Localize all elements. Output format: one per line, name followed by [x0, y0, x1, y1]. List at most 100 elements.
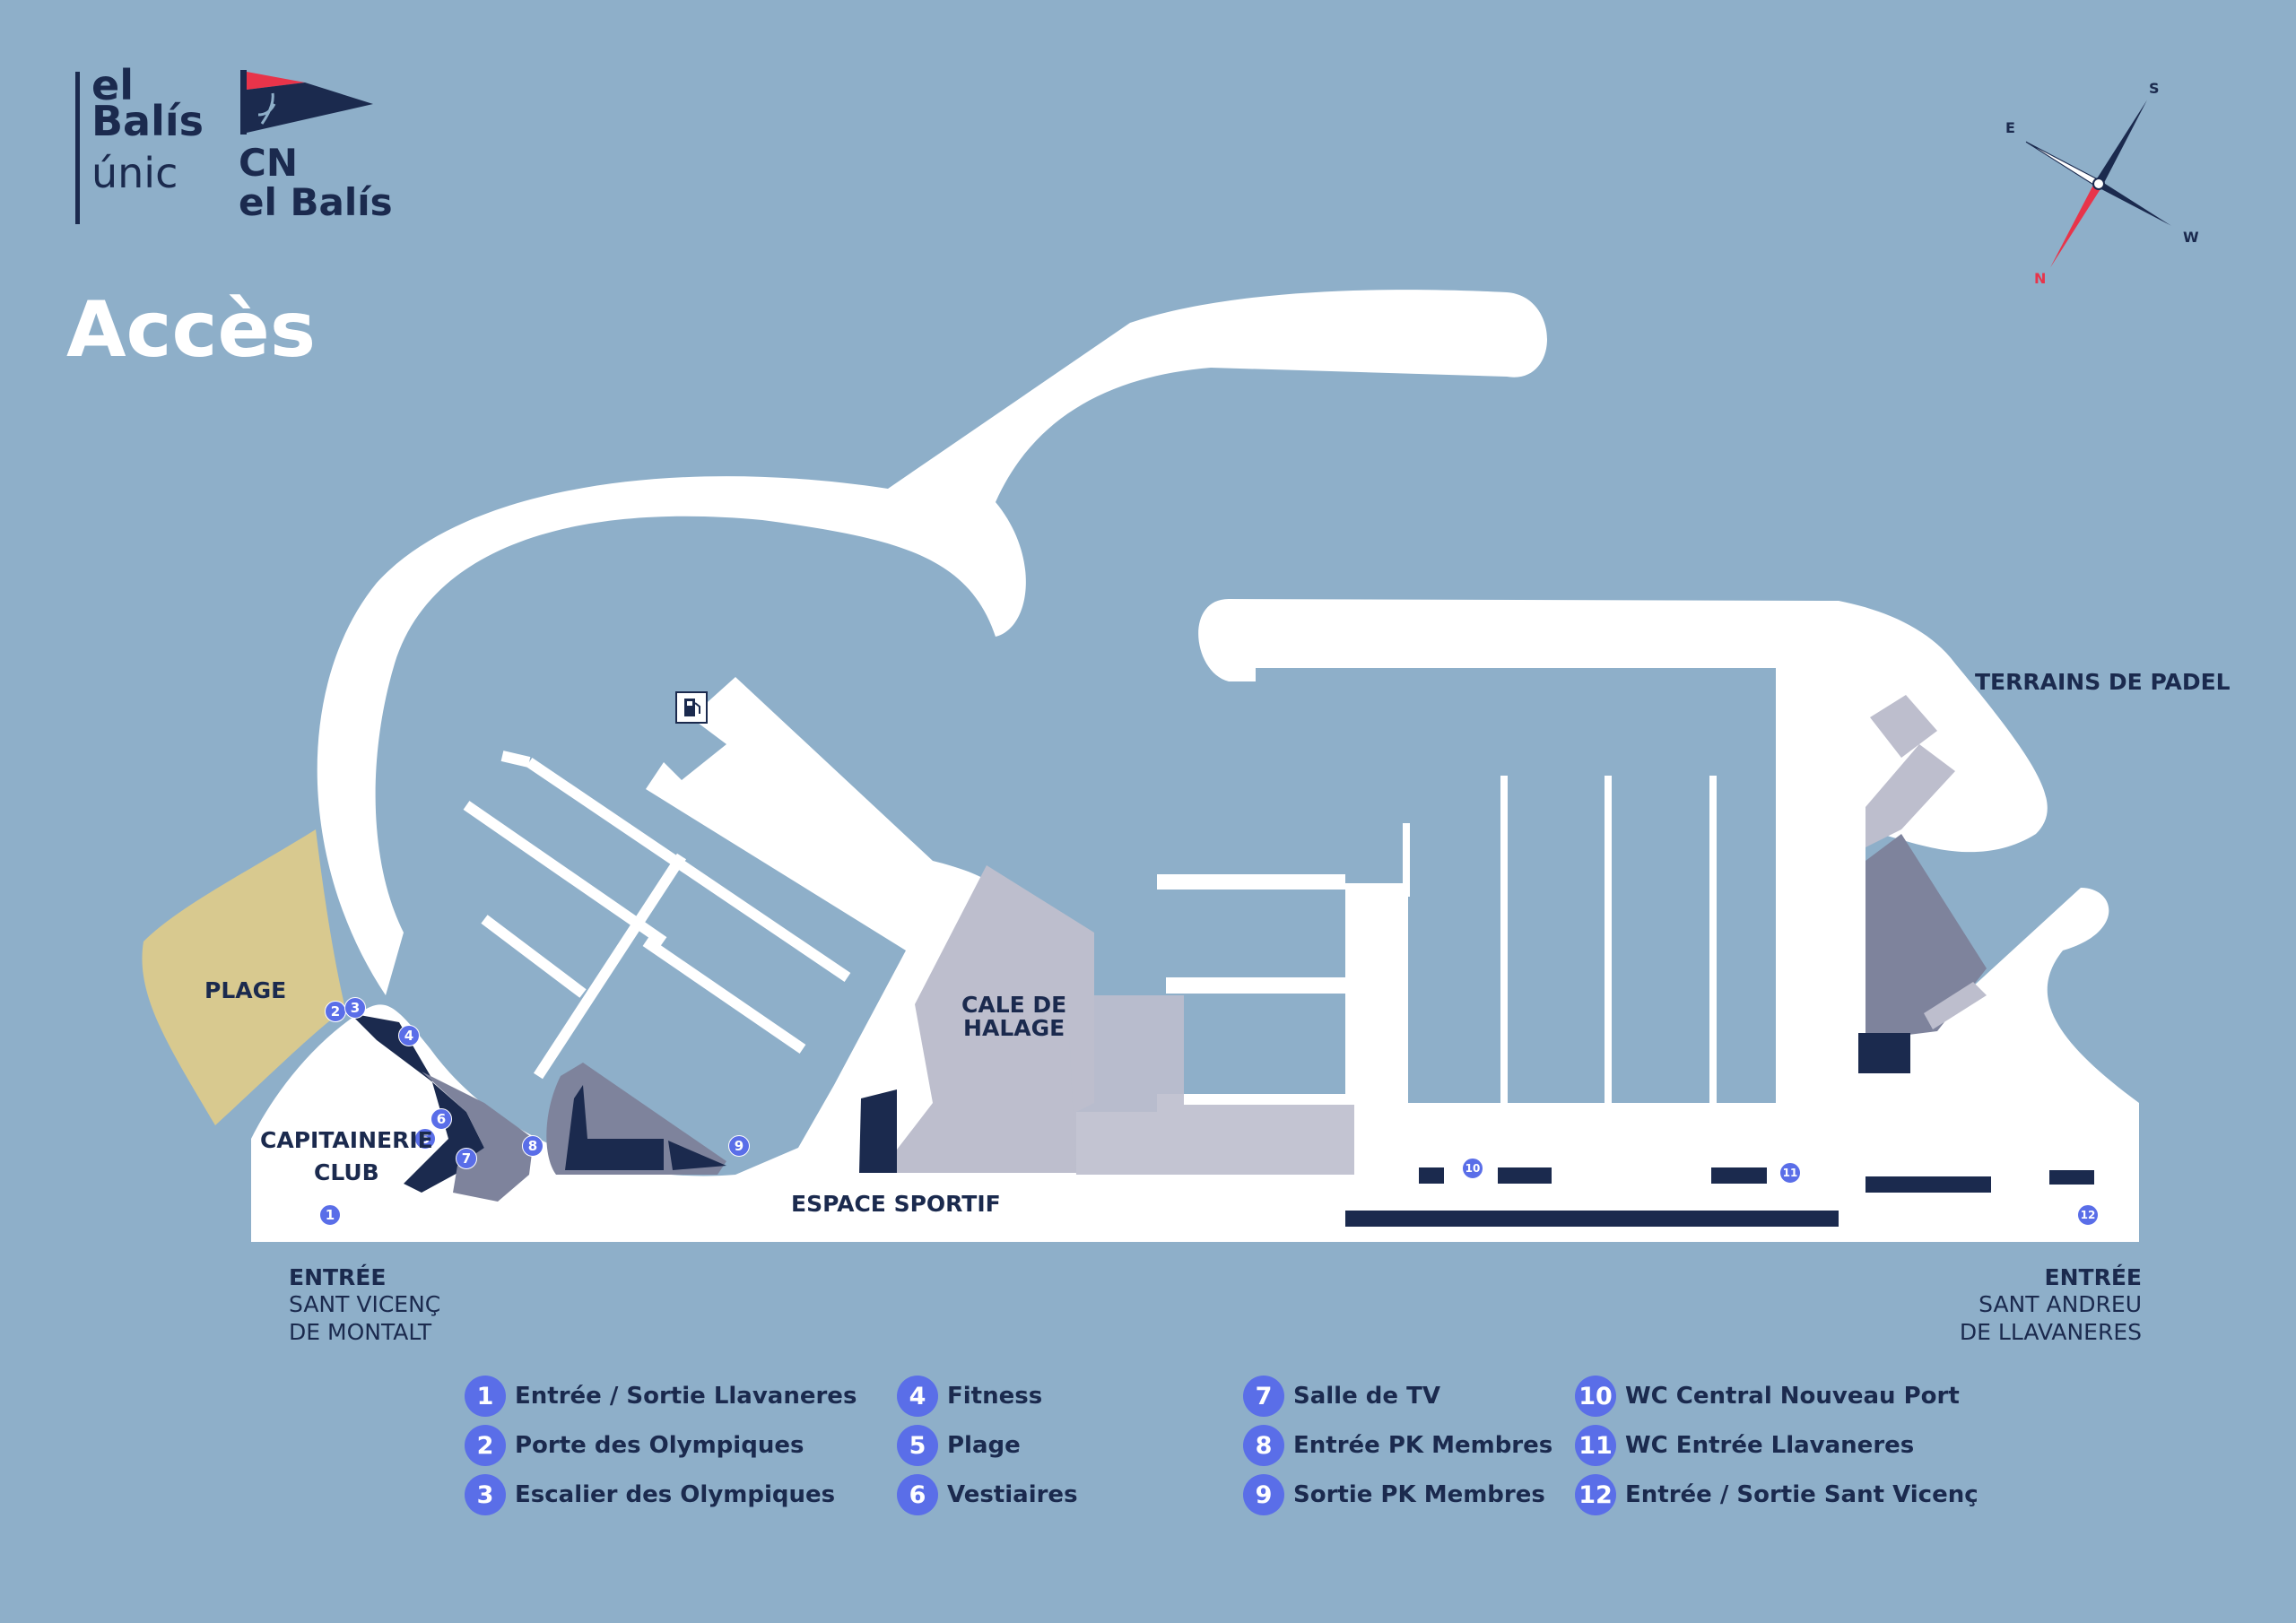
pontoons-west — [463, 751, 851, 1080]
legend-number-badge: 4 — [897, 1376, 938, 1417]
legend-item-8: 8 Entrée PK Membres — [1243, 1423, 1552, 1468]
label-espace-sportif: ESPACE SPORTIF — [791, 1191, 1001, 1217]
compass-w-label: W — [2183, 229, 2199, 246]
breakwater-west — [317, 290, 1547, 995]
entry-left: ENTRÉE SANT VICENÇ DE MONTALT — [289, 1264, 440, 1346]
logo-line-balis: Balís — [91, 97, 204, 145]
logo-divider — [75, 72, 80, 224]
fuel-station-icon — [675, 691, 708, 724]
east-building-grey — [1866, 834, 1987, 1040]
compass-rose-icon: S E W N — [2005, 80, 2199, 287]
legend-item-4: 4 Fitness — [897, 1374, 1042, 1419]
page-title: Accès — [66, 285, 317, 375]
legend-label: WC Entrée Llavaneres — [1625, 1432, 1915, 1459]
legend-number-badge: 11 — [1575, 1425, 1616, 1466]
legend-number-badge: 6 — [897, 1474, 938, 1515]
slipway-area — [879, 865, 1094, 1173]
entry-right: ENTRÉE SANT ANDREU DE LLAVANERES — [1960, 1264, 2142, 1346]
map-marker-10: 10 — [1462, 1158, 1483, 1179]
legend-number-badge: 5 — [897, 1425, 938, 1466]
quay-building-1 — [1419, 1167, 1444, 1184]
pontoons-east — [1403, 776, 1717, 1112]
logo-line-el: el — [91, 61, 134, 109]
legend-number-badge: 2 — [465, 1425, 506, 1466]
beach-area — [142, 829, 345, 1125]
quay-building-3 — [1711, 1167, 1767, 1184]
map-marker-2: 2 — [325, 1001, 346, 1022]
legend-item-6: 6 Vestiaires — [897, 1472, 1078, 1517]
map-marker-5: 5 — [414, 1128, 436, 1150]
legend-label: Porte des Olympiques — [515, 1432, 804, 1459]
south-quay — [251, 599, 2139, 1242]
legend-number-badge: 12 — [1575, 1474, 1616, 1515]
map-marker-9: 9 — [728, 1135, 750, 1157]
legend-label: Entrée / Sortie Sant Vicenç — [1625, 1481, 1979, 1508]
legend-label: Escalier des Olympiques — [515, 1481, 836, 1508]
legend-label: Entrée / Sortie Llavaneres — [515, 1383, 857, 1410]
label-plage: PLAGE — [204, 977, 287, 1003]
legend-number-badge: 7 — [1243, 1376, 1284, 1417]
legend-number-badge: 3 — [465, 1474, 506, 1515]
map-marker-11: 11 — [1779, 1162, 1801, 1184]
legend-label: Entrée PK Membres — [1293, 1432, 1553, 1459]
legend-number-badge: 10 — [1575, 1376, 1616, 1417]
quay-building-5 — [2049, 1170, 2094, 1185]
logo-line-cn: CN — [239, 141, 298, 185]
legend-item-11: 11 WC Entrée Llavaneres — [1575, 1423, 1914, 1468]
legend-item-10: 10 WC Central Nouveau Port — [1575, 1374, 1960, 1419]
map-marker-8: 8 — [522, 1135, 544, 1157]
map-marker-3: 3 — [344, 997, 366, 1019]
legend-item-5: 5 Plage — [897, 1423, 1021, 1468]
legend-number-badge: 1 — [465, 1376, 506, 1417]
map-marker-12: 12 — [2077, 1204, 2099, 1226]
legend-label: Fitness — [947, 1383, 1043, 1410]
entry-right-title: ENTRÉE — [2044, 1264, 2142, 1290]
quay-building-2 — [1498, 1167, 1552, 1184]
legend-item-1: 1 Entrée / Sortie Llavaneres — [465, 1374, 857, 1419]
slipway-building — [859, 1089, 897, 1173]
quay-long-building — [1345, 1211, 1839, 1227]
capitainerie-building — [350, 1013, 484, 1193]
logo-line-el-balis: el Balís — [239, 180, 393, 224]
entry-left-line1: SANT VICENÇ — [289, 1291, 441, 1317]
entry-left-line2: DE MONTALT — [289, 1319, 432, 1345]
label-terrains-de-padel: TERRAINS DE PADEL — [1975, 669, 2231, 695]
legend-item-12: 12 Entrée / Sortie Sant Vicenç — [1575, 1472, 1979, 1517]
legend-label: Plage — [947, 1432, 1021, 1459]
capitainerie-grey — [422, 1072, 534, 1202]
map-marker-4: 4 — [398, 1025, 420, 1046]
entry-left-title: ENTRÉE — [289, 1264, 387, 1290]
padel-courts — [1866, 695, 1955, 847]
map-marker-7: 7 — [456, 1148, 477, 1169]
legend-label: Vestiaires — [947, 1481, 1078, 1508]
legend-item-7: 7 Salle de TV — [1243, 1374, 1440, 1419]
label-capitainerie-club: CAPITAINERIE CLUB — [260, 1127, 433, 1185]
logo-line-unic: únic — [91, 149, 178, 197]
sports-area-grey — [1067, 995, 1354, 1175]
logo-cn-el-balis: CN el Balís — [239, 143, 393, 222]
compass-n-label: N — [2034, 270, 2046, 287]
map-marker-6: 6 — [430, 1108, 452, 1130]
quay-building-4 — [1866, 1176, 1991, 1193]
legend-item-2: 2 Porte des Olympiques — [465, 1423, 804, 1468]
legend-number-badge: 9 — [1243, 1474, 1284, 1515]
legend-label: Sortie PK Membres — [1293, 1481, 1545, 1508]
logo-el-balis-unic: el Balís únic — [91, 65, 204, 194]
legend-item-9: 9 Sortie PK Membres — [1243, 1472, 1545, 1517]
compass-s-label: S — [2149, 80, 2160, 97]
parking-building — [565, 1085, 726, 1170]
east-light-strip — [1924, 982, 1987, 1029]
map-marker-1: 1 — [319, 1204, 341, 1226]
entry-right-line2: DE LLAVANERES — [1959, 1319, 2142, 1345]
legend-label: Salle de TV — [1293, 1383, 1440, 1410]
burgee-flag-icon — [240, 70, 373, 135]
compass-e-label: E — [2005, 119, 2015, 136]
legend-item-3: 3 Escalier des Olympiques — [465, 1472, 835, 1517]
legend-label: WC Central Nouveau Port — [1625, 1383, 1960, 1410]
legend-number-badge: 8 — [1243, 1425, 1284, 1466]
entry-right-line1: SANT ANDREU — [1979, 1291, 2142, 1317]
label-cale-de-halage: CALE DE HALAGE — [961, 992, 1067, 1041]
east-building-dark — [1858, 1033, 1910, 1073]
